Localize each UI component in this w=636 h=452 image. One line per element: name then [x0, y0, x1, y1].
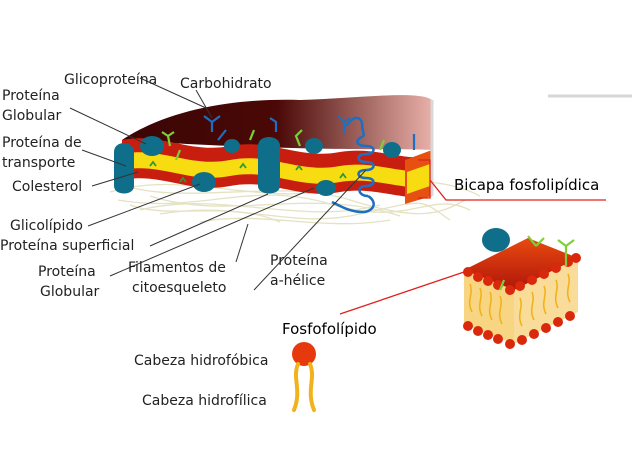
label-fosfolipido: Fosfofolípido [282, 320, 377, 338]
label-cabeza-hidrofobica: Cabeza hidrofóbica [134, 353, 268, 369]
membrane-proteins [114, 136, 401, 196]
label-proteina-globular-top-2: Globular [2, 108, 62, 124]
label-carbohidrato: Carbohidrato [180, 76, 272, 92]
glycolipids [161, 129, 386, 161]
globular-protein-4 [305, 138, 323, 154]
phospholipid-block [463, 228, 581, 349]
labels: Glicoproteína Carbohidrato Proteína Glob… [0, 72, 599, 409]
globular-protein-3 [224, 139, 240, 153]
alpha-helix-protein [331, 116, 375, 214]
label-filamentos-2: citoesqueleto [132, 280, 226, 296]
label-glicoproteina: Glicoproteína [64, 72, 157, 88]
label-proteina-helice-1: Proteína [270, 253, 328, 269]
phospholipid-molecule [292, 342, 316, 412]
carbohydrates [203, 115, 416, 150]
label-cabeza-hidrofilica: Cabeza hidrofílica [142, 393, 267, 409]
label-colesterol: Colesterol [12, 179, 82, 195]
cholesterol-molecules [149, 160, 347, 183]
globular-protein-5 [383, 142, 401, 158]
label-proteina-globular-bottom-1: Proteína [38, 264, 96, 280]
globular-protein [140, 136, 164, 156]
channel-protein [258, 137, 280, 194]
label-proteina-transporte-2: transporte [2, 155, 75, 171]
cytoskeleton-filaments [109, 180, 481, 225]
label-proteina-transporte-1: Proteína de [2, 135, 82, 151]
membrane-front-core [407, 164, 430, 194]
surface-protein [316, 180, 336, 196]
phospholipid-tails [292, 362, 316, 412]
label-bicapa: Bicapa fosfolipídica [454, 176, 599, 194]
globular-protein-2 [192, 172, 216, 192]
transport-protein [114, 143, 134, 194]
label-filamentos-1: Filamentos de [128, 260, 226, 276]
label-proteina-globular-top-1: Proteína [2, 88, 60, 104]
label-glicolipido: Glicolípido [10, 218, 83, 234]
phospholipid-head [292, 342, 316, 366]
label-proteina-globular-bottom-2: Globular [40, 284, 100, 300]
label-proteina-helice-2: a-hélice [270, 273, 325, 289]
label-proteina-superficial: Proteína superficial [0, 238, 134, 254]
leader-lines [69, 77, 606, 315]
